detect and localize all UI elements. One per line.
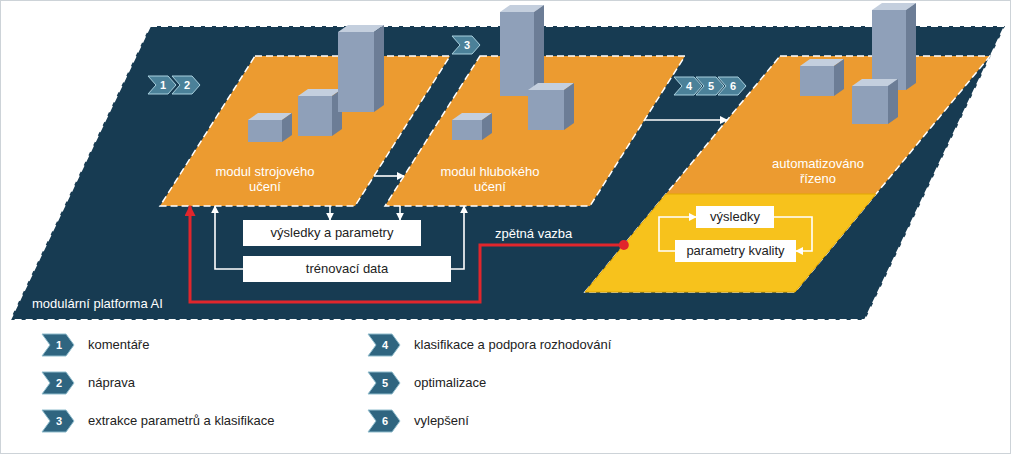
callout-holder: 2 [177,76,197,94]
module-box: automatizováno řízeno výsledky parametry k… [585,56,990,292]
callout-number: 6 [373,410,397,432]
legend-item: náprava [88,372,135,394]
bar-front [338,32,374,112]
callout-number: 3 [47,410,71,432]
bar-block [872,3,916,90]
callout-number: 3 [457,36,477,54]
legend-text: komentáře [88,337,149,352]
parallelogram [10,26,1005,320]
callout-number: 2 [177,76,197,94]
box-label: výsledky [700,206,770,228]
parallelogram [585,56,990,292]
step-chevron [368,334,400,356]
step-chevron [368,410,400,432]
legend-item: optimalizace [414,372,486,394]
bar-front [528,90,564,130]
flow-arrow [374,175,404,177]
step-chevron [42,372,74,394]
bar-front [500,12,534,96]
bar-side [564,83,574,130]
box-label: výsledky a parametry [261,220,404,246]
legend-item: klasifikace a podpora rozhodování [414,334,611,356]
bar-front [248,120,282,142]
node-label: modul hlubokého učení [430,164,550,194]
bar-side [906,3,916,90]
callout-holder: 3 [457,36,477,54]
node-label: modul strojového učení [205,164,325,194]
data-box: trénovací data [243,256,451,282]
edge-label: zpětná vazba [495,226,572,241]
flow-arrow [329,206,331,220]
bar-block [800,59,844,96]
callout-number: 6 [723,77,743,95]
legend-text: optimalizace [414,375,486,390]
box-label: parametry kvality [676,240,794,262]
step-chevron [42,334,74,356]
callout-holder: 5 [701,77,721,95]
callout-number: 4 [373,334,397,356]
bar-side [888,79,898,124]
callout-number: 1 [153,76,173,94]
data-box: výsledky a parametry [243,220,421,246]
legend-text: vylepšení [414,413,469,428]
bar-block [248,113,292,142]
control-area [585,194,876,292]
callout-number: 5 [373,372,397,394]
result-box: výsledky [696,206,774,228]
node-label: automatizováno řízeno [763,156,873,186]
bar-front [872,10,906,90]
bar-block [452,113,492,140]
flow-arrow [399,206,401,220]
bar-front [452,120,482,140]
bar-front [298,96,332,136]
start-dot [619,240,629,250]
callout-holder: 6 [723,77,743,95]
step-chevron [42,410,74,432]
legend-text: extrakce parametrů a klasifikace [88,413,274,428]
callout-number: 2 [47,372,71,394]
legend-item: vylepšení [414,410,469,432]
step-chevron [368,372,400,394]
legend-text: klasifikace a podpora rozhodování [414,337,611,352]
bar-block [528,83,574,130]
callout-holder: 6 [373,410,397,432]
flow-arrow [644,119,727,121]
legend-item: extrakce parametrů a klasifikace [88,410,274,432]
callout-number: 5 [701,77,721,95]
bar-front [800,66,834,96]
callout-holder: 2 [47,372,71,394]
callout-number: 1 [47,334,71,356]
node-label: modulární platforma AI [32,296,252,311]
callout-holder: 4 [373,334,397,356]
bar-side [534,5,544,96]
legend-item: komentáře [88,334,149,356]
callout-holder: 4 [679,77,699,95]
bar-block [500,5,544,96]
bar-block [298,89,342,136]
callout-holder: 5 [373,372,397,394]
box-label: trénovací data [296,256,398,282]
callout-holder: 1 [47,334,71,356]
bar-side [374,25,384,112]
bar-block [338,25,384,112]
callout-number: 4 [679,77,699,95]
bar-block [852,79,898,124]
callout-holder: 3 [47,410,71,432]
bar-front [852,86,888,124]
callout-holder: 1 [153,76,173,94]
result-box: parametry kvality [675,240,796,262]
parallelogram [385,56,685,206]
legend-text: náprava [88,375,135,390]
edge-label-holder: zpětná vazba [495,226,572,241]
